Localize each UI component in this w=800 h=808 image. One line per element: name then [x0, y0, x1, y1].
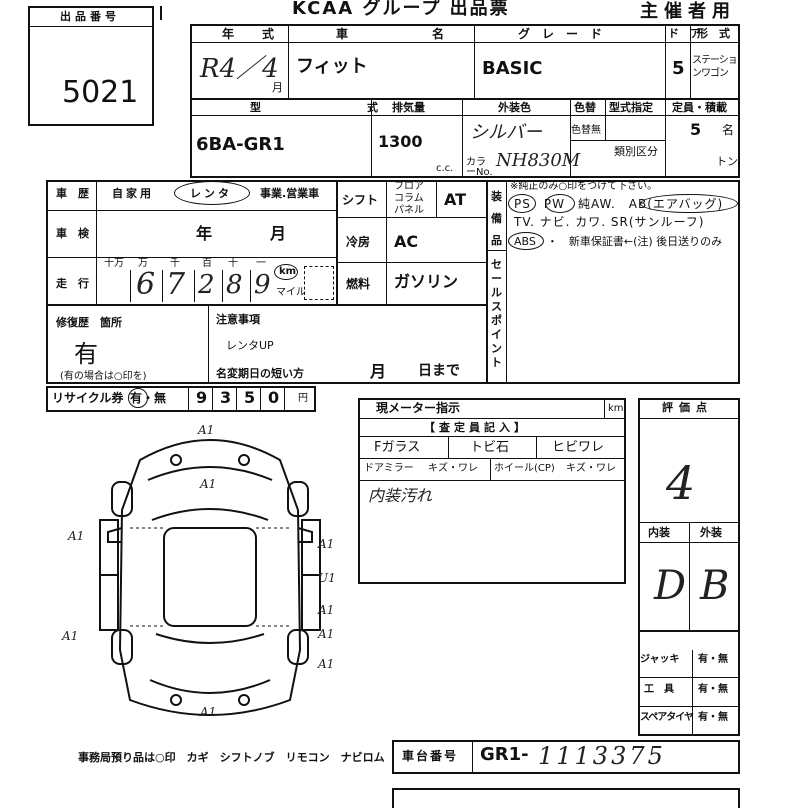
door-mirror-label: ドアミラー	[364, 463, 414, 474]
name-change-label: 名変期日の短い方	[216, 367, 304, 380]
exterior-color-label: 外装色	[498, 101, 531, 114]
organizer-label: 主催者用	[640, 1, 736, 22]
body-type-label: 形 式	[697, 27, 730, 40]
aircon-value: AC	[394, 232, 419, 251]
notes-label: 注意事項	[216, 313, 260, 326]
grade: BASIC	[482, 58, 543, 79]
damage-mark: A1	[318, 603, 335, 617]
model-code: 6BA-GR1	[196, 134, 285, 155]
shift-value: AT	[444, 190, 467, 209]
exterior-color: シルバー	[470, 122, 542, 143]
mileage-grid: 十万 万 千 百 十 一 6 7 2 8 9	[104, 258, 271, 302]
wheel-label: ホイール(CP)	[494, 463, 555, 474]
car-damage-diagram	[99, 439, 321, 716]
history-selected-circle	[174, 181, 250, 205]
lot-number-label: 出品番号	[60, 10, 120, 23]
damage-mark: A1	[318, 657, 335, 671]
doors: 5	[672, 58, 685, 79]
jack-label: ジャッキ	[640, 654, 680, 665]
chassis-prefix: GR1-	[480, 744, 529, 765]
shaken-label: 車 検	[56, 227, 89, 240]
year-value: R4／4	[200, 54, 279, 84]
aircon-label: 冷房	[346, 235, 371, 249]
class-label: 類別区分	[614, 145, 658, 158]
color-code: NH830M	[496, 150, 581, 171]
car-name-label: 車 名	[336, 27, 465, 41]
fglass-label: Fガラス	[374, 440, 421, 455]
capacity-label: 定員・積載	[672, 101, 727, 114]
lot-number-box	[28, 6, 154, 126]
color-change-label: 色替	[574, 101, 596, 114]
damage-mark: A1	[318, 537, 335, 551]
condition-table	[46, 180, 740, 384]
damage-mark: A1	[318, 627, 335, 641]
vehicle-info-table	[190, 24, 740, 178]
exterior-grade: B	[700, 563, 730, 609]
mileage-digit: 7	[166, 267, 186, 302]
recycle-box	[46, 386, 316, 412]
interior-grade: D	[654, 563, 687, 609]
damage-mark: A1	[200, 477, 217, 491]
shift-label: シフト	[342, 193, 379, 207]
displacement: 1300	[378, 132, 423, 151]
sheet-title: KCAA グループ 出品票	[292, 0, 510, 19]
damage-mark: A1	[200, 705, 217, 719]
damage-mark: U1	[318, 571, 336, 585]
office-note: 事務局預り品は○印 カギ シフトノブ リモコン ナビロム	[78, 751, 385, 764]
inspector-heading: 【査定員記入】	[424, 421, 529, 434]
recycle-label: リサイクル券	[52, 391, 124, 405]
inspector-comment: 内装汚れ	[368, 486, 433, 505]
repair-value: 有	[74, 340, 98, 368]
damage-mark: A1	[68, 529, 85, 543]
damage-mark: A1	[198, 423, 215, 437]
damage-mark: A1	[62, 629, 79, 643]
evaluation-score: 4	[666, 456, 696, 510]
chassis-box	[392, 740, 740, 774]
year-label: 年 式	[222, 27, 283, 41]
fuel-value: ガソリン	[394, 272, 459, 291]
sales-point-label: セールスポイント	[491, 258, 502, 369]
equipment-line3: ABS ・ 新車保証書←(注) 後日送りのみ	[514, 235, 723, 248]
type-designation-label: 型式指定	[609, 101, 653, 114]
evaluation-label: 評価点	[662, 401, 713, 414]
lot-number: 5021	[62, 75, 139, 110]
mileage-digit: 9	[254, 270, 271, 300]
displacement-label: 排気量	[392, 101, 425, 114]
mileage-digit: 6	[136, 267, 156, 302]
equipment-line2: TV. ナビ. カワ. SR(サンルーフ)	[514, 215, 705, 229]
evaluation-box	[638, 398, 740, 736]
notes-line1: レンタUP	[226, 339, 274, 352]
fuel-label: 燃料	[346, 277, 371, 291]
history-label: 車 歴	[56, 187, 89, 200]
repair-label: 修復歴 箇所	[56, 316, 122, 329]
mileage-digit: 8	[226, 270, 243, 300]
capacity: 5	[690, 120, 702, 139]
door-label: ド ア	[668, 27, 701, 40]
car-name: フィット	[296, 56, 368, 77]
tools-label: 工 具	[644, 684, 674, 695]
inspector-box	[358, 398, 626, 584]
meter-label: 現メーター指示	[376, 401, 461, 415]
equipment-label: 装備品	[491, 190, 502, 247]
mileage-label: 走 行	[56, 277, 89, 290]
chassis-label: 車台番号	[402, 749, 459, 763]
model-label: 型 式	[250, 101, 406, 114]
chassis-number: 1113375	[538, 742, 666, 770]
km-circle	[274, 264, 298, 280]
mileage-digit: 2	[198, 270, 215, 300]
spare-tire-label: スペアタイヤ	[640, 712, 694, 723]
grade-label: グレード	[518, 27, 615, 41]
body-type: ステーションワゴン	[692, 55, 738, 79]
